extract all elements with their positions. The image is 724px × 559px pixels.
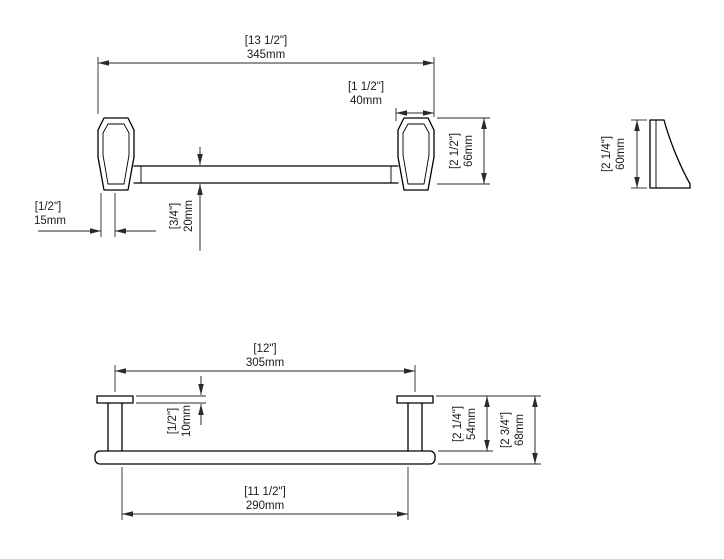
dim-post-center-width-inches: [12"]: [253, 343, 276, 355]
right-post: [397, 117, 435, 191]
dim-height-mm: 66mm: [463, 135, 475, 167]
right-post-facet: [402, 123, 430, 185]
dim-inner-width-inches: [11 1/2"]: [244, 486, 286, 498]
dim-overall-depth-inches: [2 3/4"]: [500, 412, 512, 448]
side-view-geometry: [649, 119, 691, 189]
left-post: [97, 117, 135, 191]
dim-bar-thickness: [3/4"] 20mm: [169, 147, 203, 251]
dim-depth-to-bar: [2 1/4"] 54mm: [436, 395, 541, 452]
dim-depth-mm: 60mm: [615, 138, 627, 170]
dim-post-center-width-mm: 305mm: [246, 357, 284, 369]
right-flange: [396, 395, 434, 404]
bottom-view-geometry: [94, 395, 436, 465]
dim-end-offset: [1 1/2"] 40mm: [348, 81, 434, 121]
dim-overall-depth: [2 3/4"] 68mm: [438, 396, 541, 465]
bottom-view: [12"] 305mm [1/2"] 10mm [2 1/4"] 54mm [2…: [94, 343, 541, 520]
dim-inner-width-mm: 290mm: [246, 500, 284, 512]
dim-bar-thickness-inches: [3/4"]: [169, 203, 181, 229]
dim-flange-thickness-inches: [1/2"]: [167, 408, 179, 434]
dim-height: [2 1/2"] 66mm: [437, 117, 490, 185]
dim-end-offset-mm: 40mm: [350, 95, 382, 107]
dim-post-center-width: [12"] 305mm: [114, 343, 416, 392]
dim-overall-width-mm: 345mm: [247, 49, 285, 61]
dim-post-width-inches: [1/2"]: [35, 201, 61, 213]
dim-depth-to-bar-mm: 54mm: [466, 408, 478, 440]
dim-overall-depth-mm: 68mm: [514, 414, 526, 446]
dim-flange-thickness: [1/2"] 10mm: [136, 376, 206, 437]
dim-end-offset-inches: [1 1/2"]: [348, 81, 384, 93]
dim-overall-width-inches: [13 1/2"]: [245, 35, 287, 47]
dim-height-inches: [2 1/2"]: [449, 133, 461, 169]
left-flange: [96, 395, 134, 404]
side-view: [2 1/4"] 60mm: [601, 119, 691, 189]
post-profile: [649, 119, 691, 189]
dim-post-width: [1/2"] 15mm: [34, 193, 156, 237]
dim-flange-thickness-mm: 10mm: [181, 405, 193, 437]
dim-depth: [2 1/4"] 60mm: [601, 119, 647, 189]
front-view: [13 1/2"] 345mm [1 1/2"] 40mm [2 1/2"] 6…: [34, 35, 490, 251]
dim-inner-width: [11 1/2"] 290mm: [121, 467, 409, 520]
dim-bar-thickness-mm: 20mm: [183, 200, 195, 232]
towel-bar: [94, 450, 436, 465]
front-view-geometry: [97, 117, 435, 191]
dim-depth-to-bar-inches: [2 1/4"]: [452, 406, 464, 442]
dim-overall-width: [13 1/2"] 345mm: [97, 35, 435, 117]
dim-depth-inches: [2 1/4"]: [601, 136, 613, 172]
dim-post-width-mm: 15mm: [34, 215, 66, 227]
left-post-facet: [102, 123, 130, 185]
